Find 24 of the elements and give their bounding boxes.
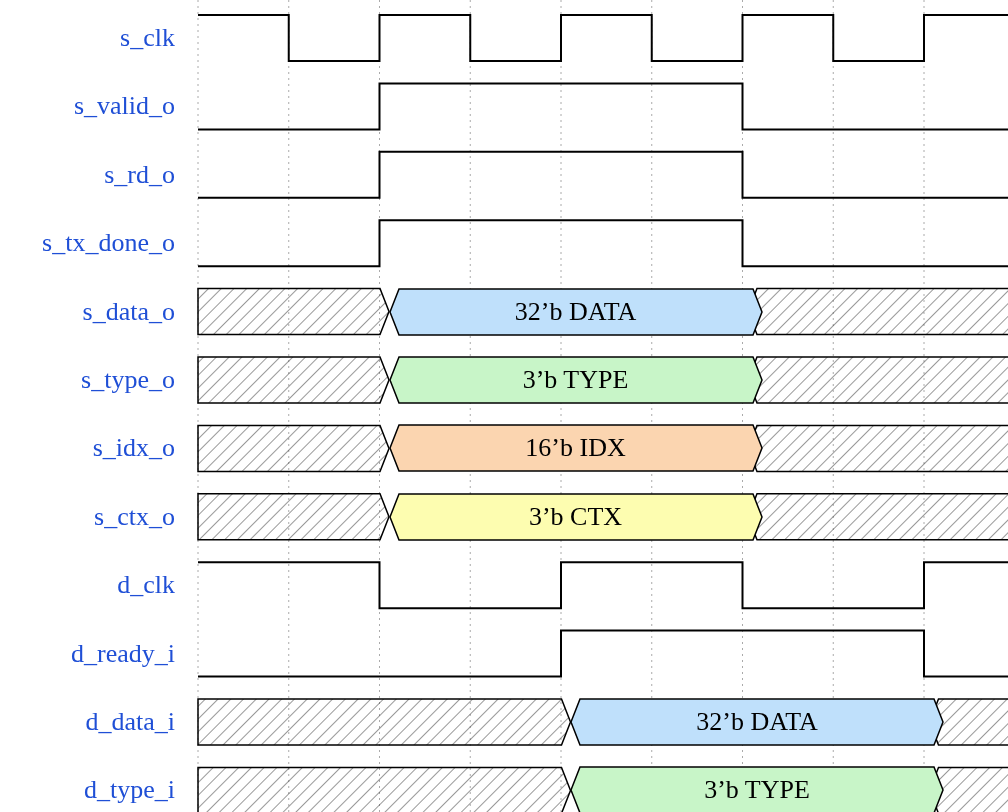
bus-value-segment bbox=[388, 356, 763, 404]
signal-name: s_data_o bbox=[82, 296, 175, 327]
bus-value: 3’b TYPE bbox=[522, 365, 629, 395]
bus-value: 3’b CTX bbox=[528, 501, 623, 532]
signal-name: d_data_i bbox=[85, 707, 175, 737]
bus-value-segment bbox=[388, 287, 763, 336]
bus-value: 32’b DATA bbox=[696, 707, 818, 737]
bus-value: 16’b IDX bbox=[525, 433, 626, 464]
signal-name: s_idx_o bbox=[92, 433, 175, 464]
signal-name: d_type_i bbox=[84, 775, 175, 806]
bus-value-segment bbox=[388, 424, 763, 473]
signal-name: s_type_o bbox=[81, 365, 175, 395]
signal-name: s_rd_o bbox=[104, 159, 175, 190]
bus-value: 3’b TYPE bbox=[704, 775, 810, 806]
signal-name: s_ctx_o bbox=[94, 501, 175, 532]
signal-name: d_clk bbox=[117, 570, 175, 601]
bus-value: 32’b DATA bbox=[514, 296, 637, 327]
bus-value-segment bbox=[570, 698, 944, 746]
signal-name: s_tx_done_o bbox=[42, 228, 175, 259]
signal-name: s_clk bbox=[120, 23, 175, 53]
bus-value-segment bbox=[570, 766, 944, 812]
bus-value-segment bbox=[388, 492, 763, 541]
signal-name: s_valid_o bbox=[73, 91, 175, 122]
signal-name: d_ready_i bbox=[71, 638, 175, 669]
